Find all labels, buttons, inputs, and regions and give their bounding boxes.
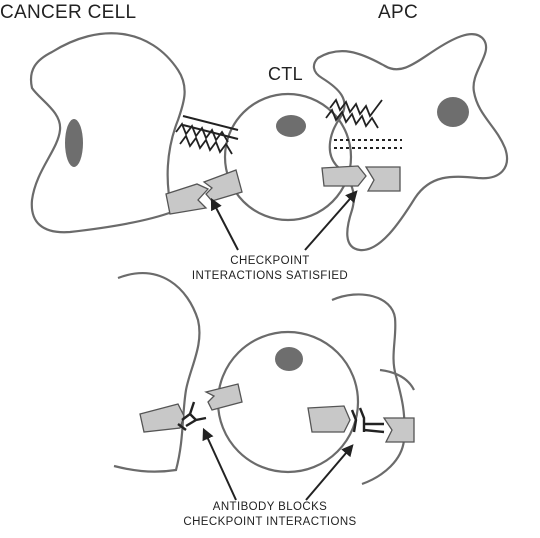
cancer-cell-bottom xyxy=(113,272,201,473)
arrow-to-left-interface xyxy=(210,197,239,251)
ctl-cell-top xyxy=(223,92,353,222)
receptor-ctl-right-top xyxy=(321,165,367,187)
receptor-ctl-top xyxy=(202,169,243,202)
receptor-cancer-bottom xyxy=(139,403,185,433)
receptor-apc-top xyxy=(364,166,401,192)
receptor-ctl-bottom xyxy=(204,383,243,411)
caption-bottom-line1: ANTIBODY BLOCKS xyxy=(212,501,328,513)
receptor-ctl-right-bottom xyxy=(307,405,351,433)
binding-line xyxy=(182,115,239,131)
apc-cell-top xyxy=(312,33,508,252)
arrow-to-right-antibody xyxy=(305,444,354,501)
cancer-cell-top xyxy=(29,32,186,234)
label-ctl: CTL xyxy=(268,64,303,84)
apc-cell-bottom xyxy=(331,293,406,486)
ctl-nucleus-bottom xyxy=(275,347,303,371)
ctl-nucleus-top xyxy=(276,115,306,137)
caption-top-line1: CHECKPOINT xyxy=(230,255,310,267)
label-cancer-cell: CANCER CELL xyxy=(0,2,137,23)
zigzag-ligand xyxy=(175,122,229,143)
antibody-left xyxy=(177,401,207,431)
caption-bottom-line2: CHECKPOINT INTERACTIONS xyxy=(183,516,357,528)
apc-cell-bottom-edge xyxy=(379,368,415,391)
antibody-right xyxy=(350,407,385,434)
caption-top-line2: INTERACTIONS SATISFIED xyxy=(191,270,349,282)
arrow-to-left-antibody xyxy=(202,427,237,501)
zigzag-ligand xyxy=(329,98,383,118)
label-apc: APC xyxy=(378,2,418,23)
zigzag-ligand xyxy=(325,108,379,129)
arrow-to-right-interface xyxy=(304,190,358,251)
cancer-cell-nucleus-top xyxy=(65,119,83,167)
apc-nucleus-top xyxy=(437,97,469,127)
receptor-apc-bottom xyxy=(382,417,415,443)
caption-top: CHECKPOINT INTERACTIONS SATISFIED xyxy=(180,254,360,284)
receptor-cancer-top xyxy=(165,183,210,215)
caption-bottom: ANTIBODY BLOCKS CHECKPOINT INTERACTIONS xyxy=(180,500,360,530)
zigzag-ligand xyxy=(179,134,233,155)
